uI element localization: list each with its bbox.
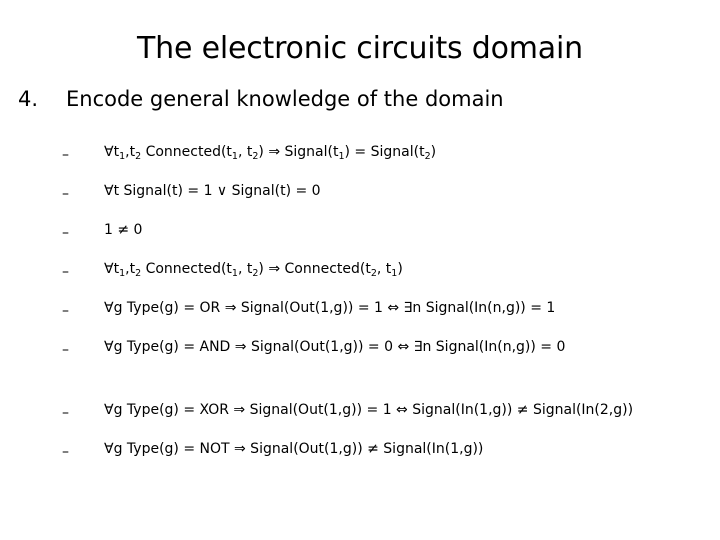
formula-row: – ∀t1,t2 Connected(t1, t2) ⇒ Connected(t2… (0, 259, 720, 298)
bullet-dash-icon: – (62, 342, 69, 358)
formula-text-connected-symmetric: ∀t1,t2 Connected(t1, t2) ⇒ Connected(t2,… (104, 261, 403, 279)
formula-row: – ∀t Signal(t) = 1 ∨ Signal(t) = 0 (0, 181, 720, 220)
formula-text-and-gate-semantics: ∀g Type(g) = AND ⇒ Signal(Out(1,g)) = 0 … (104, 339, 566, 355)
subscript: 2 (135, 268, 142, 279)
subscript: 2 (370, 268, 377, 279)
outline-item-number: 4. (18, 87, 39, 111)
subscript: 2 (252, 268, 259, 279)
subscript: 2 (424, 151, 431, 162)
formula-list: – ∀t1,t2 Connected(t1, t2) ⇒ Signal(t1) =… (0, 142, 720, 478)
bullet-dash-icon: – (62, 147, 69, 163)
formula-row: – ∀g Type(g) = AND ⇒ Signal(Out(1,g)) = 0… (0, 337, 720, 376)
formula-text-not-gate-semantics: ∀g Type(g) = NOT ⇒ Signal(Out(1,g)) ≠ Si… (104, 441, 484, 457)
page-title: The electronic circuits domain (137, 31, 583, 66)
formula-text-or-gate-semantics: ∀g Type(g) = OR ⇒ Signal(Out(1,g)) = 1 ⇔… (104, 300, 556, 316)
formula-text-xor-gate-semantics: ∀g Type(g) = XOR ⇒ Signal(Out(1,g)) = 1 … (104, 402, 634, 418)
bullet-dash-icon: – (62, 264, 69, 280)
formula-row: – ∀g Type(g) = XOR ⇒ Signal(Out(1,g)) = 1… (0, 400, 720, 439)
subscript: 2 (135, 151, 142, 162)
subscript: 1 (231, 268, 238, 279)
subscript: 2 (252, 151, 259, 162)
subscript: 1 (119, 151, 126, 162)
outline-item-4: 4. Encode general knowledge of the domai… (18, 86, 708, 113)
formula-row: – ∀g Type(g) = OR ⇒ Signal(Out(1,g)) = 1 … (0, 298, 720, 337)
formula-row: – ∀g Type(g) = NOT ⇒ Signal(Out(1,g)) ≠ S… (0, 439, 720, 478)
bullet-dash-icon: – (62, 303, 69, 319)
bullet-dash-icon: – (62, 405, 69, 421)
formula-row: – ∀t1,t2 Connected(t1, t2) ⇒ Signal(t1) =… (0, 142, 720, 181)
subscript: 1 (391, 268, 398, 279)
subscript: 1 (119, 268, 126, 279)
bullet-dash-icon: – (62, 186, 69, 202)
formula-row: – 1 ≠ 0 (0, 220, 720, 259)
formula-text-connected-implies-same-signal: ∀t1,t2 Connected(t1, t2) ⇒ Signal(t1) = … (104, 144, 437, 162)
subscript: 1 (231, 151, 238, 162)
subscript: 1 (338, 151, 345, 162)
formula-text-signal-is-one-or-zero: ∀t Signal(t) = 1 ∨ Signal(t) = 0 (104, 183, 321, 199)
bullet-dash-icon: – (62, 225, 69, 241)
formula-text-one-not-equal-zero: 1 ≠ 0 (104, 222, 143, 238)
bullet-dash-icon: – (62, 444, 69, 460)
outline-item-label: Encode general knowledge of the domain (66, 87, 504, 111)
